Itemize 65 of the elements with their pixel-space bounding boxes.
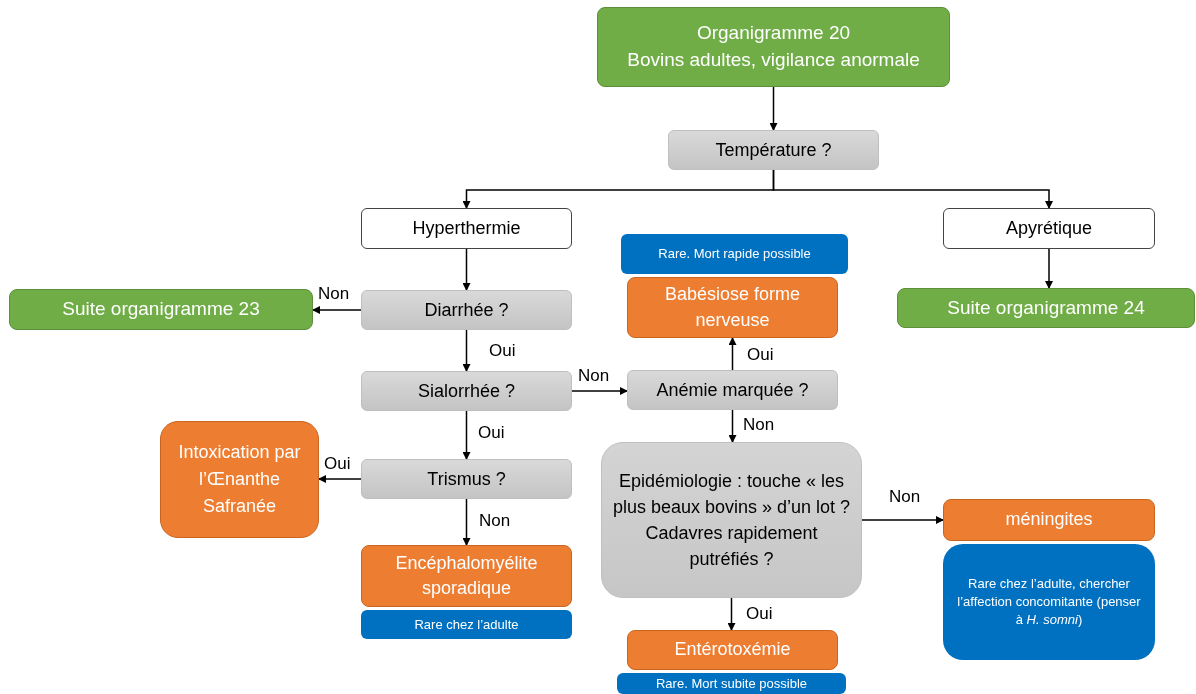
diagnosis-box bbox=[361, 545, 572, 607]
branch-box bbox=[943, 208, 1155, 249]
note-box bbox=[617, 673, 846, 694]
edge-label: Non bbox=[741, 416, 777, 433]
box-text: Sialorrhée ? bbox=[417, 379, 516, 403]
arrow bbox=[571, 387, 628, 395]
edge-label: Non bbox=[316, 285, 352, 302]
arrow bbox=[312, 306, 362, 314]
arrow bbox=[772, 169, 1053, 209]
edge-label: Non bbox=[576, 367, 612, 384]
box-text: méningites bbox=[1005, 508, 1093, 532]
branch-box bbox=[361, 208, 572, 249]
box-text: Rare chez l’adulte, chercher l’affection concomitante (penser à H. somni) bbox=[956, 574, 1142, 630]
diagnosis-box bbox=[627, 277, 838, 338]
question-box bbox=[361, 290, 572, 330]
question-box bbox=[627, 370, 838, 410]
edge-label: Oui bbox=[744, 605, 775, 622]
box-text: Bovins adultes, vigilance anormale bbox=[627, 48, 920, 72]
question-box bbox=[361, 371, 572, 411]
box-text: Rare. Mort subite possible bbox=[656, 675, 807, 692]
edge-label: Oui bbox=[322, 455, 353, 472]
diagnosis-box bbox=[160, 421, 319, 538]
box-text: Apyrétique bbox=[1005, 217, 1093, 240]
arrow bbox=[462, 410, 471, 460]
box-text: Babésiose forme nerveuse bbox=[663, 283, 802, 332]
box-text: Rare. Mort rapide possible bbox=[658, 246, 811, 262]
box-text: Organigramme 20 bbox=[696, 21, 851, 46]
box-text: Diarrhée ? bbox=[424, 298, 509, 322]
note-box bbox=[943, 544, 1155, 660]
question-box bbox=[361, 459, 572, 499]
arrow bbox=[728, 337, 737, 371]
box-text: Anémie marquée ? bbox=[656, 378, 809, 402]
box-text: Suite organigramme 23 bbox=[62, 297, 260, 322]
arrow bbox=[727, 597, 736, 631]
question-box bbox=[668, 130, 879, 170]
start-box bbox=[597, 7, 950, 87]
edge-label: Non bbox=[477, 512, 513, 529]
box-text: Epidémiologie : touche « les plus beaux bovins » d’un lot ? Cadavres rapidement putréfiés ? bbox=[611, 469, 852, 572]
box-text: Hyperthermie bbox=[412, 217, 521, 240]
start-box bbox=[897, 288, 1195, 328]
arrow bbox=[462, 329, 471, 372]
edge-label: Oui bbox=[476, 424, 507, 441]
note-box bbox=[361, 610, 572, 639]
note-box bbox=[621, 234, 848, 274]
start-box bbox=[9, 289, 313, 330]
arrow bbox=[769, 86, 778, 131]
arrow bbox=[318, 475, 362, 483]
box-text: Intoxication par l’Œnanthe Safranée bbox=[177, 441, 302, 518]
box-text: Trismus ? bbox=[427, 467, 506, 491]
box-text: Suite organigramme 24 bbox=[947, 295, 1145, 320]
edge-label: Oui bbox=[487, 342, 518, 359]
arrow bbox=[462, 498, 471, 546]
box-text: Température ? bbox=[715, 138, 832, 162]
box-text: Entérotoxémie bbox=[674, 638, 791, 662]
box-text: Rare chez l’adulte bbox=[414, 616, 519, 633]
diagnosis-box bbox=[943, 499, 1155, 541]
edge-label: Non bbox=[887, 488, 923, 505]
arrow bbox=[462, 248, 471, 291]
diagnosis-box bbox=[627, 630, 838, 670]
edge-label: Oui bbox=[745, 346, 776, 363]
box-text: Encéphalomyélite sporadique bbox=[394, 551, 539, 600]
arrow bbox=[1045, 248, 1053, 289]
arrow bbox=[861, 516, 944, 524]
question-box bbox=[601, 442, 862, 598]
arrow bbox=[728, 409, 737, 443]
